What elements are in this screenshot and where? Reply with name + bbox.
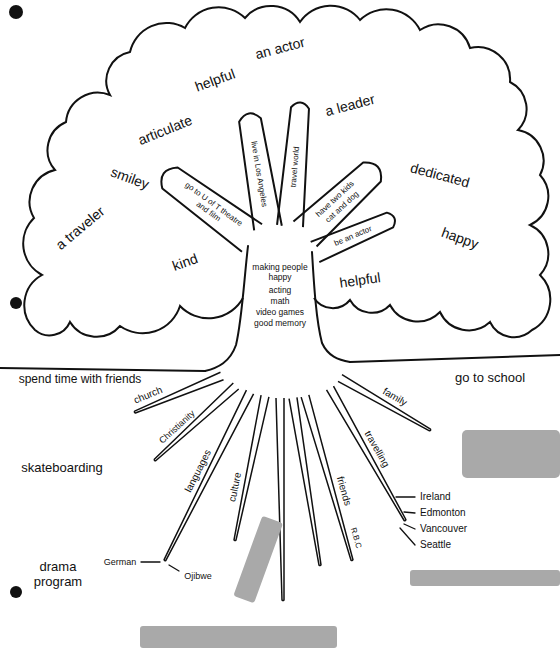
tree-label: an actor	[253, 34, 306, 63]
tree-label: a traveler	[52, 203, 107, 253]
binder-hole	[9, 5, 23, 19]
leader-line	[396, 496, 415, 497]
tree-label: Vancouver	[420, 523, 467, 535]
tree-label: skateboarding	[21, 461, 103, 476]
leader-line	[141, 561, 160, 562]
tree-label: be an actor	[332, 224, 372, 248]
leader-line	[404, 524, 415, 529]
root-outline	[276, 398, 284, 601]
tree-label: family	[381, 386, 409, 409]
tree-label: video games	[256, 308, 304, 318]
root-outline	[154, 383, 238, 461]
tree-label: languages	[182, 448, 213, 494]
trunk-outline	[312, 252, 350, 362]
leader-line	[169, 565, 179, 571]
tree-label: dedicated	[409, 159, 472, 190]
tree-label: German	[104, 557, 137, 567]
branch-outline	[311, 213, 395, 262]
tree-label: church	[132, 384, 164, 406]
tree-label: helpful	[193, 65, 237, 94]
tree-label: kind	[170, 250, 200, 274]
tree-label: smiley	[109, 164, 152, 193]
canopy-outline	[23, 6, 550, 337]
tree-label: Ojibwe	[184, 571, 212, 581]
tree-label: culture	[226, 472, 243, 504]
tree-label: Christianity	[157, 408, 197, 446]
root-outline	[301, 395, 353, 561]
leader-line	[404, 512, 415, 513]
tree-label: math	[271, 297, 290, 307]
branch-outline	[277, 103, 309, 228]
tree-label: acting	[269, 286, 292, 296]
root-outline	[338, 375, 431, 431]
leader-line	[400, 528, 415, 545]
tree-label: spend time with friends	[19, 373, 142, 387]
tree-label: articulate	[136, 112, 195, 148]
ground-line	[350, 355, 560, 362]
branch-outline	[239, 113, 282, 230]
redaction-box	[233, 516, 283, 603]
tree-label: Seattle	[420, 539, 451, 551]
tree-label: live in Los Angeles	[249, 141, 269, 208]
tree-label: R.B.C	[349, 526, 364, 549]
tree-label: Ireland	[420, 491, 451, 503]
redaction-box	[462, 430, 560, 478]
tree-label: a leader	[323, 91, 376, 120]
binder-hole	[10, 586, 22, 598]
root-outline	[164, 390, 253, 560]
redaction-box	[140, 626, 337, 648]
tree-label: drama program	[18, 560, 98, 590]
tree-label: Edmonton	[420, 507, 466, 519]
binder-hole	[10, 297, 22, 309]
redaction-box	[410, 570, 560, 586]
tree-label: good memory	[254, 319, 306, 329]
ground-line	[0, 368, 205, 371]
tree-label: go to school	[455, 371, 525, 386]
tree-label: travel world	[289, 146, 302, 188]
trunk-outline	[205, 246, 248, 371]
tree-label: helpful	[338, 269, 381, 291]
tree-label: making people happy	[252, 263, 308, 283]
tree-label: happy	[439, 224, 480, 252]
